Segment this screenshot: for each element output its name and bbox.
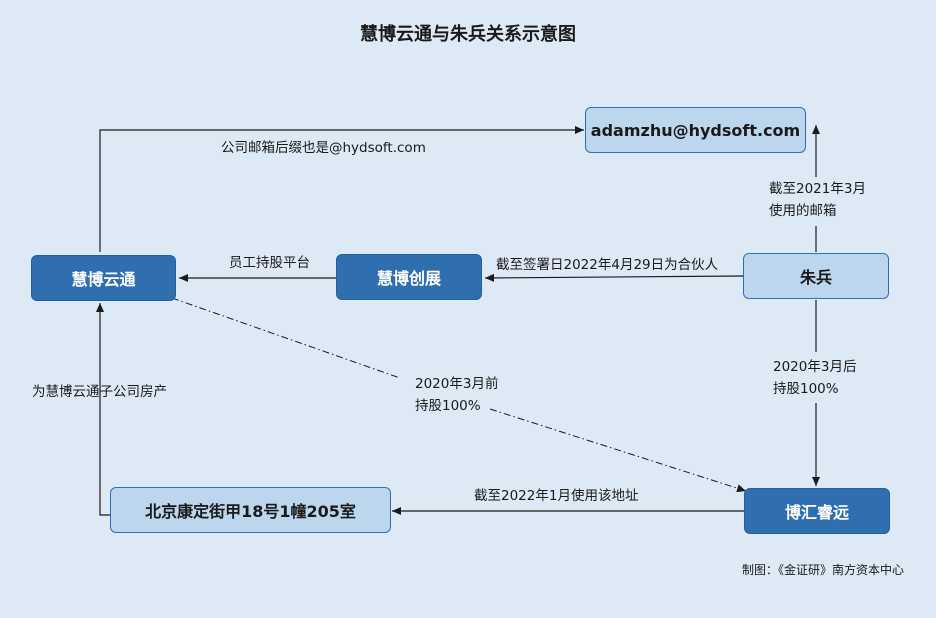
label-after-2020: 2020年3月后 持股100% — [773, 357, 856, 400]
label-address-use: 截至2022年1月使用该地址 — [474, 488, 639, 504]
node-huibo-chuangzhan: 慧博创展 — [336, 254, 482, 300]
label-before-2020: 2020年3月前 持股100% — [415, 374, 498, 417]
label-before-2020-line1: 2020年3月前 — [415, 376, 499, 392]
node-zhu-bing: 朱兵 — [743, 253, 889, 299]
label-email-use-line2: 使用的邮箱 — [769, 202, 837, 219]
node-huibo-yuntong: 慧博云通 — [31, 255, 176, 301]
node-email: adamzhu@hydsoft.com — [585, 107, 806, 153]
label-email-suffix: 公司邮箱后缀也是@hydsoft.com — [221, 140, 426, 156]
label-employee-platform: 员工持股平台 — [229, 255, 310, 271]
edge-yuntong-to-bohui-b — [489, 408, 747, 493]
edge-yuntong-to-email — [99, 126, 584, 252]
edge-zhubing-to-chuangzhan — [484, 273, 744, 282]
label-after-2020-line2: 持股100% — [773, 380, 839, 397]
node-bohui-ruiyuan: 博汇睿远 — [744, 488, 890, 534]
label-before-2020-line2: 持股100% — [415, 397, 481, 414]
chart-credit: 制图：《金证研》南方资本中心 — [741, 563, 904, 577]
label-subsidiary-property: 为慧博云通子公司房产 — [32, 384, 167, 400]
diagram-title: 慧博云通与朱兵关系示意图 — [360, 24, 576, 45]
label-partner: 截至签署日2022年4月29日为合伙人 — [496, 257, 719, 273]
label-email-use-line1: 截至2021年3月 — [769, 181, 866, 197]
label-email-use: 截至2021年3月 使用的邮箱 — [769, 179, 866, 222]
label-after-2020-line1: 2020年3月后 — [773, 359, 857, 375]
edge-yuntong-to-bohui-a — [171, 297, 401, 379]
edge-address-to-yuntong — [96, 303, 110, 516]
node-address: 北京康定街甲18号1幢205室 — [110, 487, 391, 533]
